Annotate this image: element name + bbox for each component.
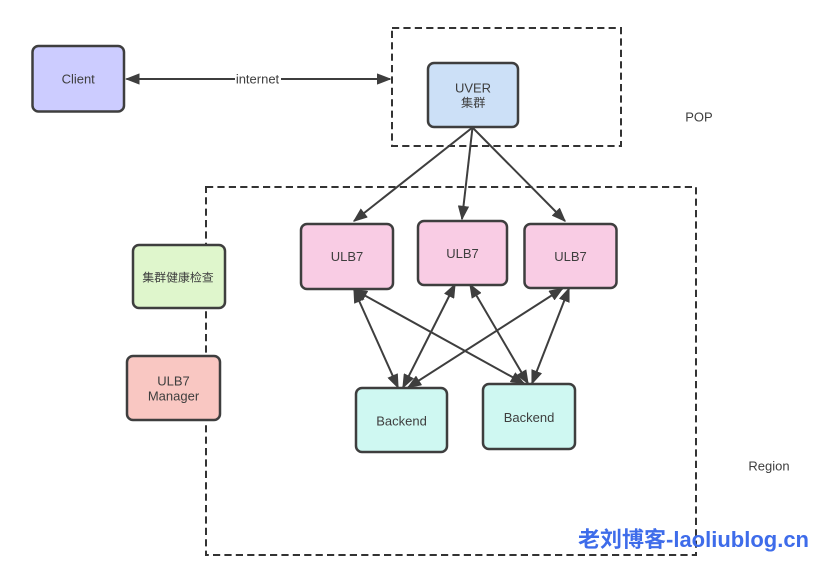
svg-text:UVER: UVER [455,81,491,96]
svg-text:Region: Region [748,459,789,474]
svg-text:ULB7: ULB7 [554,249,587,264]
svg-text:ULB7: ULB7 [331,249,364,264]
svg-text:POP: POP [685,110,712,125]
svg-text:-laoliublog.cn: -laoliublog.cn [666,527,809,552]
svg-text:Backend: Backend [504,410,555,425]
svg-text:internet: internet [236,72,280,87]
svg-text:ULB7: ULB7 [446,246,479,261]
svg-text:ULB7: ULB7 [157,374,190,389]
svg-text:Client: Client [62,71,96,86]
svg-text:Backend: Backend [376,414,427,429]
svg-text:Manager: Manager [148,389,200,404]
